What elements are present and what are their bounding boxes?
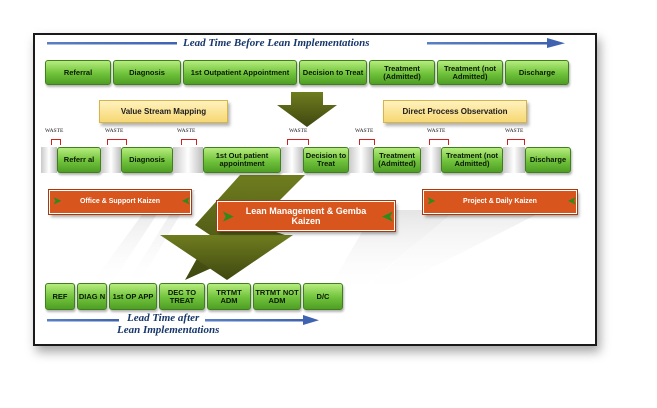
- after-step-dec-to-treat: DEC TO TREAT: [159, 283, 205, 310]
- mid-step-outpatient: 1st Out patient appointment: [203, 147, 281, 173]
- top-timeline-right: [427, 42, 547, 45]
- waste-brace-5: [359, 139, 375, 145]
- bottom-timeline-right: [205, 319, 305, 322]
- after-step-diagn: DIAG N: [77, 283, 107, 310]
- waste-label-2: WASTE: [105, 128, 124, 134]
- before-step-referral: Referral: [45, 60, 111, 85]
- waste-brace-2: [107, 139, 127, 145]
- banner-direct-process-observation: Direct Process Observation: [383, 100, 527, 123]
- title-lead-time-after-1: Lead Time after: [127, 312, 200, 324]
- banner-value-stream-mapping: Value Stream Mapping: [99, 100, 228, 123]
- big-diagonal-arrow-head: [160, 235, 293, 280]
- waste-label-7: WASTE: [505, 128, 524, 134]
- kaizen-project-arrow-right-icon: ➤: [427, 196, 436, 207]
- beam-4: [355, 200, 555, 297]
- waste-gap-3: [173, 147, 203, 173]
- before-step-diagnosis: Diagnosis: [113, 60, 181, 85]
- before-step-treatment-not-admitted: Treatment (not Admitted): [437, 60, 503, 85]
- waste-brace-6: [429, 139, 449, 145]
- kaizen-office-support: ➤ Office & Support Kaizen ➤: [48, 189, 192, 215]
- mid-step-referral: Referr al: [57, 147, 101, 173]
- kaizen-office-label: Office & Support Kaizen: [79, 198, 161, 205]
- kaizen-project-daily: ➤ Project & Daily Kaizen ➤: [422, 189, 578, 215]
- title-lead-time-after-2: Lean Implementations: [117, 324, 220, 336]
- kaizen-office-arrow-left-icon: ➤: [181, 196, 190, 207]
- kaizen-lean-label: Lean Management & Gemba Kaizen: [245, 206, 367, 226]
- after-step-dc: D/C: [303, 283, 343, 310]
- mid-step-treatment-not-admitted: Treatment (not Admitted): [441, 147, 503, 173]
- kaizen-lean-management: ➤ Lean Management & Gemba Kaizen ➤: [216, 200, 396, 232]
- after-step-trtmt-not-adm: TRTMT NOT ADM: [253, 283, 301, 310]
- waste-label-1: WASTE: [45, 128, 64, 134]
- diagram-frame: Lead Time Before Lean Implementations Re…: [33, 33, 597, 346]
- kaizen-lean-arrow-left-icon: ➤: [382, 208, 394, 224]
- top-timeline-left: [47, 42, 177, 45]
- waste-brace-4: [287, 139, 309, 145]
- waste-brace-7: [507, 139, 525, 145]
- title-lead-time-before: Lead Time Before Lean Implementations: [183, 37, 370, 49]
- big-down-arrow-top: [277, 92, 337, 127]
- waste-gap-1: [41, 147, 57, 173]
- waste-label-6: WASTE: [427, 128, 446, 134]
- waste-label-5: WASTE: [355, 128, 374, 134]
- beam-3: [325, 210, 455, 295]
- kaizen-project-arrow-left-icon: ➤: [567, 196, 576, 207]
- mid-step-treatment-admitted: Treatment (Admitted): [373, 147, 421, 173]
- waste-gap-6: [421, 147, 441, 173]
- diagram-graphics: [47, 38, 565, 325]
- beam-1: [87, 190, 173, 290]
- waste-brace-1: [51, 139, 61, 145]
- kaizen-project-label: Project & Daily Kaizen: [463, 198, 537, 205]
- before-step-decision: Decision to Treat: [299, 60, 367, 85]
- mid-step-decision: Decision to Treat: [303, 147, 349, 173]
- waste-label-3: WASTE: [177, 128, 196, 134]
- before-step-treatment-admitted: Treatment (Admitted): [369, 60, 435, 85]
- waste-brace-3: [181, 139, 197, 145]
- waste-label-4: WASTE: [289, 128, 308, 134]
- kaizen-office-arrow-right-icon: ➤: [53, 196, 62, 207]
- before-step-outpatient: 1st Outpatient Appointment: [183, 60, 297, 85]
- after-step-1st-op-app: 1st OP APP: [109, 283, 157, 310]
- after-step-trtmt-adm: TRTMT ADM: [207, 283, 251, 310]
- beam-2: [123, 190, 195, 290]
- waste-gap-5: [349, 147, 373, 173]
- waste-gap-7: [503, 147, 525, 173]
- mid-step-discharge: Discharge: [525, 147, 571, 173]
- bottom-timeline-arrowhead: [303, 315, 319, 325]
- top-timeline-arrowhead: [547, 38, 565, 48]
- waste-gap-4: [281, 147, 303, 173]
- kaizen-lean-arrow-right-icon: ➤: [222, 208, 234, 224]
- waste-gap-2: [101, 147, 121, 173]
- after-step-ref: REF: [45, 283, 75, 310]
- before-step-discharge: Discharge: [505, 60, 569, 85]
- mid-step-diagnosis: Diagnosis: [121, 147, 173, 173]
- bottom-timeline-left: [47, 319, 119, 322]
